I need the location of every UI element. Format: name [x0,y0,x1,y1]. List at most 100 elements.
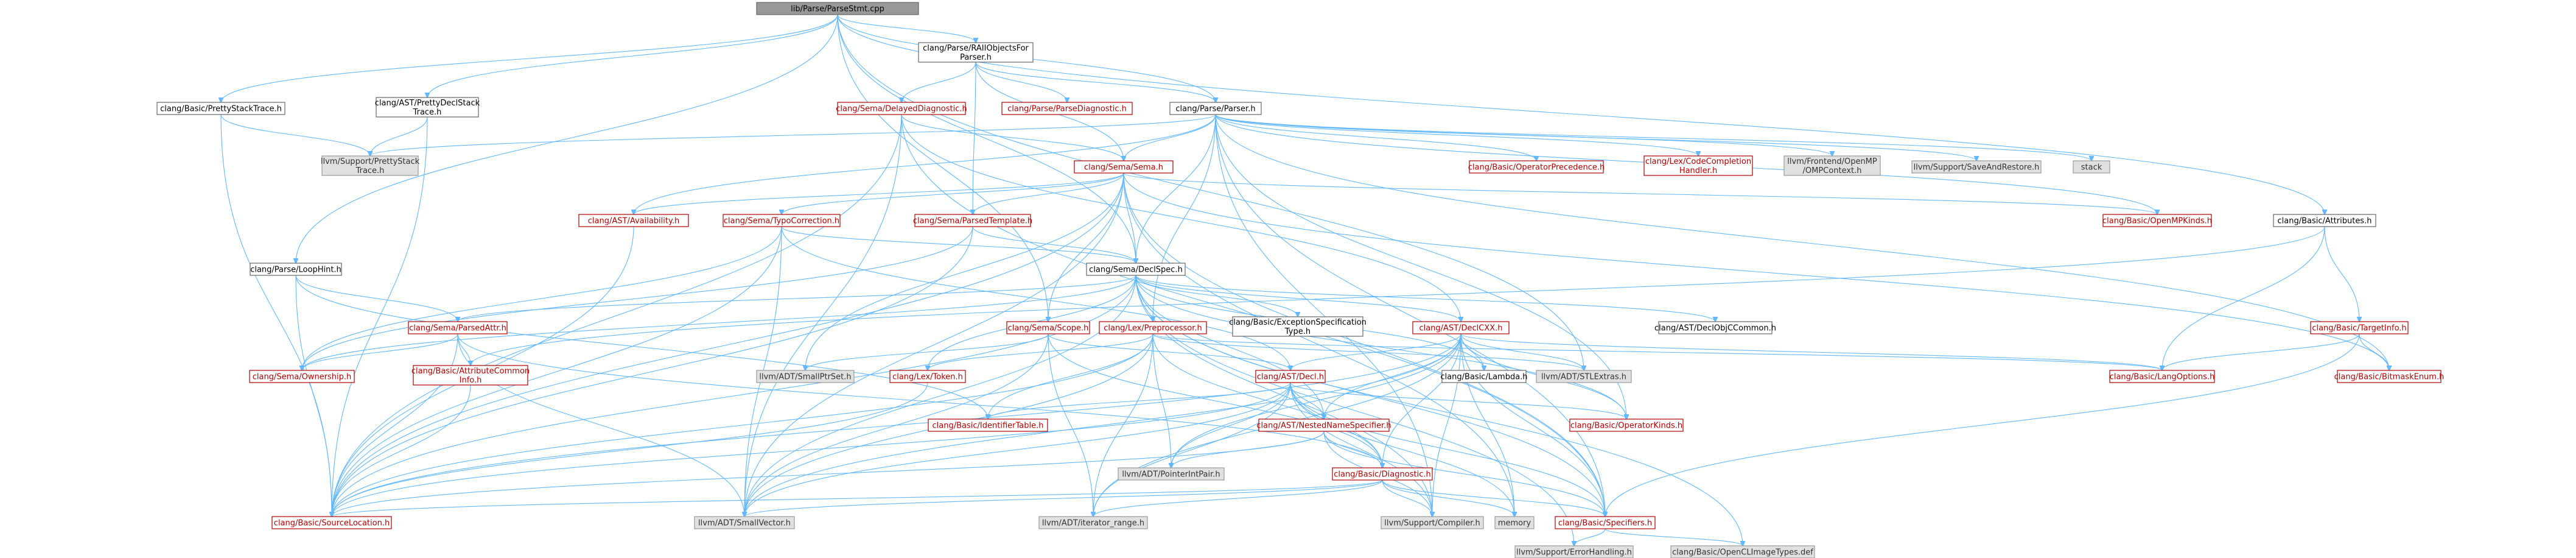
node-label: llvm/Support/SaveAndRestore.h [1914,163,2040,172]
node-box [1783,155,1881,176]
node-identifiertable[interactable]: clang/Basic/IdentifierTable.h [928,418,1048,432]
node-bitmaskenum[interactable]: clang/Basic/BitmaskEnum.h [2334,370,2445,383]
edge-attributes-to-attrcommon [471,226,2325,366]
edge-parsedtemplate-to-ownership [302,226,973,370]
edge-root-to-declspec [837,14,1136,263]
node-targetinfo[interactable]: clang/Basic/TargetInfo.h [2310,321,2409,334]
node-label: llvm/ADT/iterator_range.h [1042,519,1144,528]
node-openclimage[interactable]: clang/Basic/OpenCLImageTypes.def [1670,545,1815,558]
edge-declcxx-to-decl [1290,333,1461,370]
node-preprocessor[interactable]: clang/Lex/Preprocessor.h [1099,321,1207,334]
node-label: clang/Parse/ParseDiagnostic.h [1007,105,1127,114]
edge-sema-to-scope [1048,172,1124,322]
node-diagnostic[interactable]: clang/Basic/Diagnostic.h [1332,467,1433,481]
node-loophint[interactable]: clang/Parse/LoopHint.h [250,263,342,276]
node-box [928,418,1048,432]
node-label: llvm/ADT/SmallPtrSet.h [759,373,851,382]
edge-parser-to-preprocessor [1153,114,1216,322]
node-label: clang/AST/Availability.h [588,217,679,226]
edge-preprocessor-to-diagnostic [1152,333,1382,468]
node-box [1412,321,1510,334]
edge-typocorrection-to-sourcelocation [332,226,782,517]
node-attributes[interactable]: clang/Basic/Attributes.h [2273,214,2376,227]
node-sourcelocation[interactable]: clang/Basic/SourceLocation.h [271,516,392,529]
node-label: llvm/Support/Compiler.h [1384,519,1480,528]
node-memory[interactable]: memory [1494,516,1535,529]
node-parser[interactable]: clang/Parse/Parser.h [1169,102,1262,115]
node-declspec[interactable]: clang/Sema/DeclSpec.h [1086,263,1186,276]
edge-preprocessor-to-langoptions [1152,333,2162,370]
graph-nodes: lib/Parse/ParseStmt.cpp clang/Parse/RAIIO… [156,2,2445,558]
node-box [2073,160,2110,174]
node-parsedtemplate[interactable]: clang/Sema/ParsedTemplate.h [913,214,1032,227]
node-token[interactable]: clang/Lex/Token.h [889,370,966,383]
edge-nestednamespec-to-sourcelocation [332,431,1325,517]
node-sema[interactable]: clang/Sema/Sema.h [1074,160,1174,174]
node-smallvector[interactable]: llvm/ADT/SmallVector.h [694,516,795,529]
edge-diagnostic-to-compiler [1382,479,1432,517]
node-pointerintpair[interactable]: llvm/ADT/PointerIntPair.h [1118,467,1225,481]
edge-raiiobj-to-delayeddiag [901,62,976,102]
node-decl[interactable]: clang/AST/Decl.h [1255,370,1326,383]
node-declobjccommon[interactable]: clang/AST/DeclObjCCommon.h [1654,321,1776,334]
node-nestednamespec[interactable]: clang/AST/NestedNameSpecifier.h [1256,418,1391,432]
node-box [694,516,795,529]
node-box [1381,516,1484,529]
edge-delayeddiag-to-smallvector [744,114,902,517]
edge-nestednamespec-to-diagnostic [1323,431,1382,468]
node-parsediag[interactable]: clang/Parse/ParseDiagnostic.h [1001,102,1133,115]
node-ownership[interactable]: clang/Sema/Ownership.h [249,370,355,383]
node-parsedattr[interactable]: clang/Sema/ParsedAttr.h [408,321,508,334]
edge-parser-to-opprec [1215,114,1536,161]
node-lambda[interactable]: clang/Basic/Lambda.h [1440,370,1528,383]
node-label: Type.h [1284,327,1311,336]
edge-parser-to-stack [1215,114,2091,161]
node-label: clang/Basic/SourceLocation.h [274,519,390,528]
node-openmpkinds[interactable]: clang/Basic/OpenMPKinds.h [2102,214,2212,227]
node-label: clang/Sema/ParsedAttr.h [409,324,506,333]
node-box [578,214,689,227]
node-langoptions[interactable]: clang/Basic/LangOptions.h [2109,370,2215,383]
node-stack[interactable]: stack [2073,160,2110,174]
node-box [756,2,919,15]
node-errorhandling[interactable]: llvm/Support/ErrorHandling.h [1514,545,1634,558]
node-iteratorrange[interactable]: llvm/ADT/iterator_range.h [1038,516,1148,529]
node-delayeddiag[interactable]: clang/Sema/DelayedDiagnostic.h [836,102,967,115]
node-saverestore[interactable]: llvm/Support/SaveAndRestore.h [1911,160,2042,174]
node-root[interactable]: lib/Parse/ParseStmt.cpp [756,2,919,15]
node-typocorrection[interactable]: clang/Sema/TypoCorrection.h [723,214,841,227]
edge-declspec-to-openclimage [1135,275,1743,546]
edge-prettystack-to-sourcelocation [220,114,332,517]
node-prettystack[interactable]: clang/Basic/PrettyStackTrace.h [156,102,285,115]
node-label: llvm/ADT/STLExtras.h [1541,373,1626,382]
node-box [1911,160,2042,174]
node-label: Parser.h [960,53,992,62]
node-box [1001,102,1133,115]
node-label: clang/Sema/Sema.h [1084,163,1163,172]
edge-sema-to-typocorrection [782,172,1124,214]
node-smallptrset[interactable]: llvm/ADT/SmallPtrSet.h [756,370,855,383]
edge-declspec-to-exceptionspec [1135,275,1298,317]
node-opprec[interactable]: clang/Basic/OperatorPrecedence.h [1468,160,1605,174]
graph-edges [220,14,2389,546]
node-operatorkinds[interactable]: clang/Basic/OperatorKinds.h [1569,418,1684,432]
edge-raiiobj-to-parser [975,62,1216,102]
node-availability[interactable]: clang/AST/Availability.h [578,214,689,227]
node-label: clang/Basic/Diagnostic.h [1334,470,1430,479]
node-openmpctx[interactable]: llvm/Frontend/OpenMP/OMPContext.h [1783,155,1881,176]
node-compiler[interactable]: llvm/Support/Compiler.h [1381,516,1484,529]
node-declcxx[interactable]: clang/AST/DeclCXX.h [1412,321,1510,334]
edge-parsedtemplate-to-declspec [972,226,1136,263]
edge-decl-to-sourcelocation [332,382,1291,517]
node-specifiers[interactable]: clang/Basic/Specifiers.h [1555,516,1656,529]
node-label: clang/Basic/Specifiers.h [1558,519,1652,528]
node-llvmprettystack[interactable]: llvm/Support/PrettyStackTrace.h [321,155,420,176]
edge-root-to-stlextras [837,14,1584,370]
node-stlextras[interactable]: llvm/ADT/STLExtras.h [1536,370,1632,383]
node-scope[interactable]: clang/Sema/Scope.h [1006,321,1090,334]
